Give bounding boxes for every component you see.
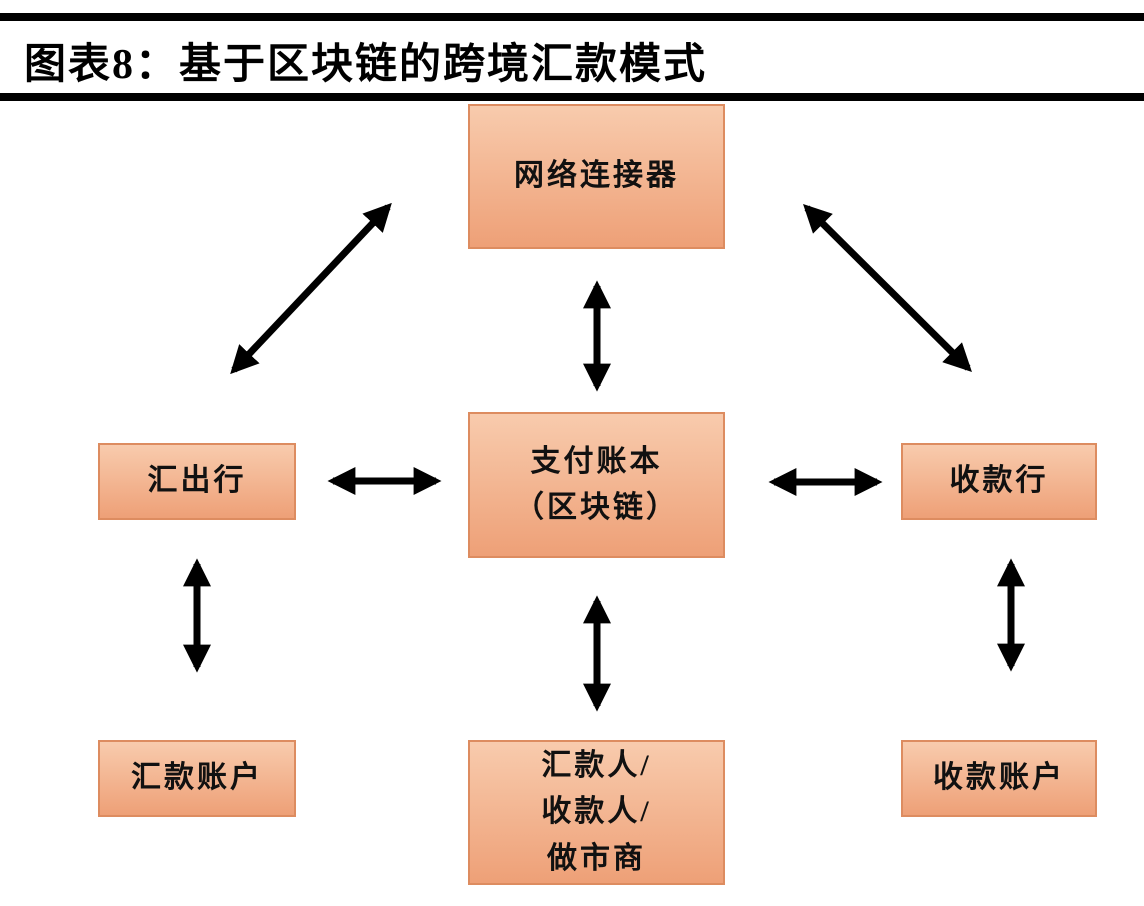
- node-payment-ledger: 支付账本 （区块链）: [468, 412, 725, 558]
- title-rule: [0, 93, 1144, 101]
- figure-title: 图表8：基于区块链的跨境汇款模式: [24, 42, 708, 88]
- node-label-remitting-bank: 汇出行: [147, 464, 247, 498]
- arrow-network-connector-receiving-bank: [803, 204, 972, 372]
- arrow-remitting-bank-network-connector: [230, 202, 392, 375]
- node-receiving-account: 收款账户: [901, 740, 1097, 817]
- node-network-connector: 网络连接器: [468, 104, 725, 249]
- node-label-participants: 汇款人/ 收款人/ 做市商: [541, 748, 652, 875]
- node-remitting-bank: 汇出行: [98, 443, 296, 520]
- node-participants: 汇款人/ 收款人/ 做市商: [468, 740, 725, 885]
- node-receiving-bank: 收款行: [901, 443, 1097, 520]
- top-rule: [0, 13, 1144, 21]
- node-label-receiving-account: 收款账户: [933, 761, 1065, 795]
- node-remittance-account: 汇款账户: [98, 740, 296, 817]
- node-label-network-connector: 网络连接器: [514, 159, 679, 193]
- node-label-remittance-account: 汇款账户: [131, 761, 263, 795]
- node-label-payment-ledger: 支付账本 （区块链）: [514, 444, 679, 525]
- node-label-receiving-bank: 收款行: [949, 464, 1049, 498]
